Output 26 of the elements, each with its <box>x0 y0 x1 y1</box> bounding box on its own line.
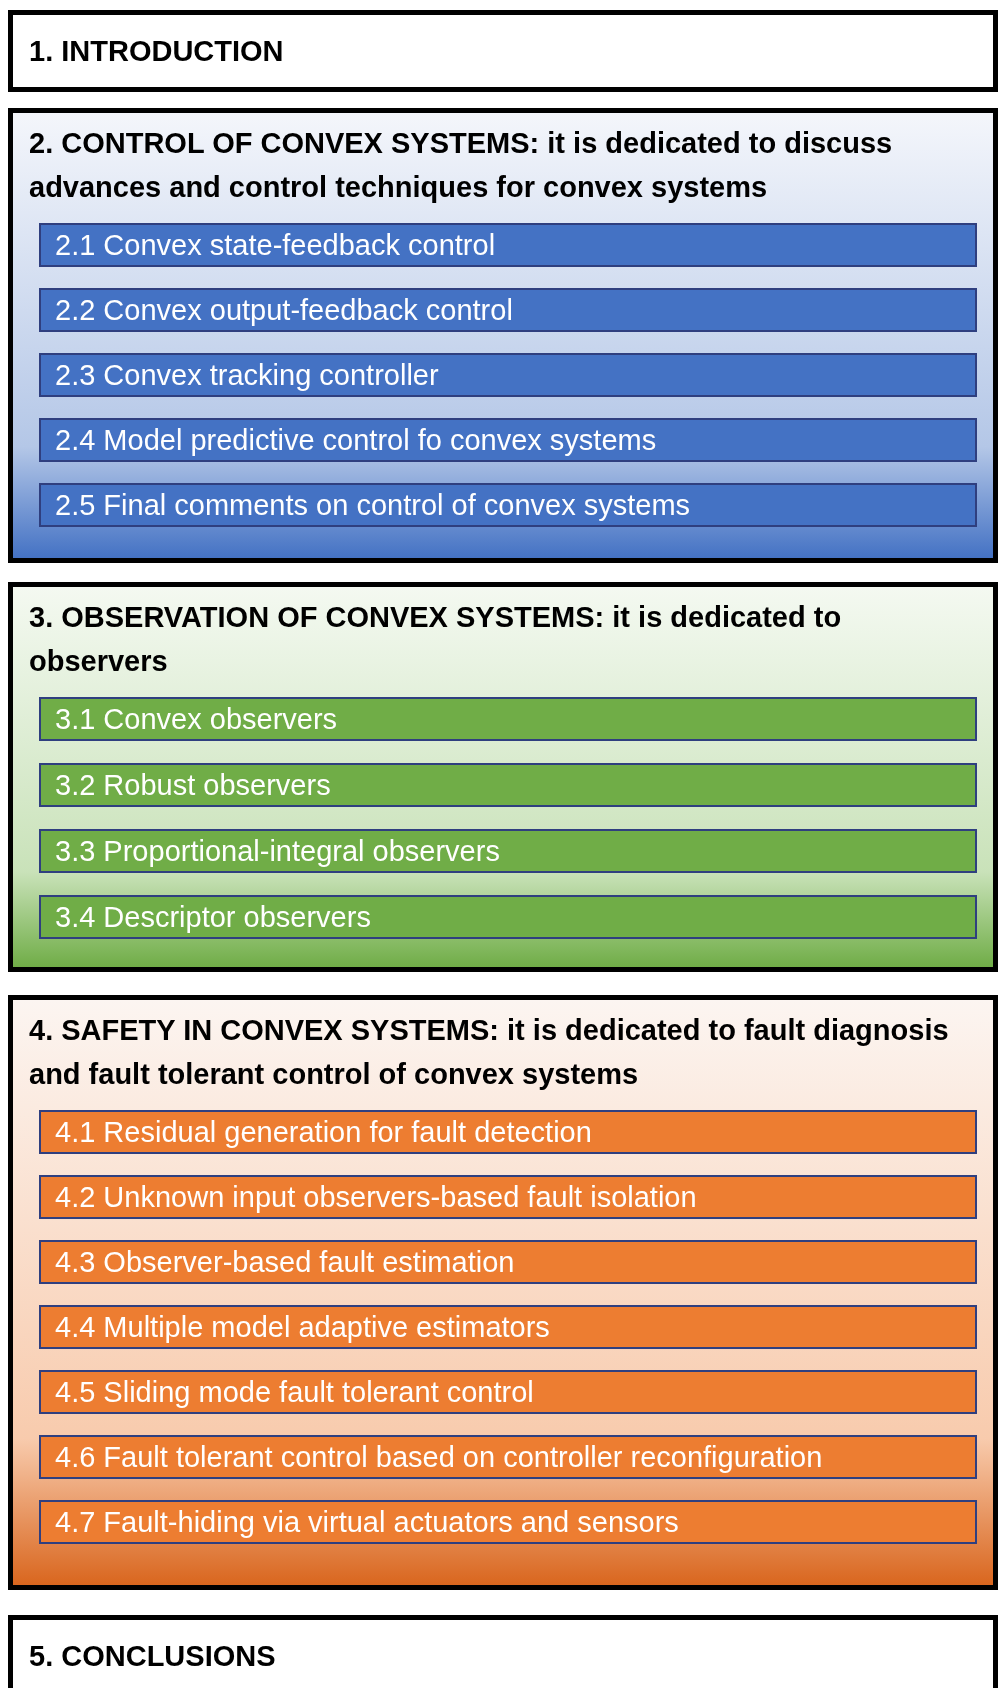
section-panel <box>8 582 998 972</box>
section-panel <box>8 995 998 1590</box>
section-heading: 5. CONCLUSIONS <box>28 1639 277 1674</box>
subsection-bar: 2.4 Model predictive control fo convex systems <box>39 418 977 462</box>
subsection-bar: 3.4 Descriptor observers <box>39 895 977 939</box>
section-heading: 4. SAFETY IN CONVEX SYSTEMS: it is dedicated to fault diagnosis and fault tolerant control of convex systems <box>28 1013 950 1092</box>
section-panel <box>8 10 998 92</box>
section-panel <box>8 108 998 563</box>
subsection-bar: 3.1 Convex observers <box>39 697 977 741</box>
section-panel <box>8 1615 998 1688</box>
subsection-bar: 4.5 Sliding mode fault tolerant control <box>39 1370 977 1414</box>
subsection-bar: 4.6 Fault tolerant control based on controller reconfiguration <box>39 1435 977 1479</box>
subsection-bar: 2.3 Convex tracking controller <box>39 353 977 397</box>
section-heading: 3. OBSERVATION OF CONVEX SYSTEMS: it is dedicated to observers <box>28 600 843 679</box>
subsection-bar: 2.5 Final comments on control of convex systems <box>39 483 977 527</box>
subsection-bar: 4.2 Unknown input observers-based fault isolation <box>39 1175 977 1219</box>
subsection-bar: 4.7 Fault-hiding via virtual actuators and sensors <box>39 1500 977 1544</box>
subsection-bar: 4.1 Residual generation for fault detection <box>39 1110 977 1154</box>
subsection-bar: 3.2 Robust observers <box>39 763 977 807</box>
subsection-bar: 2.2 Convex output-feedback control <box>39 288 977 332</box>
subsection-bar: 3.3 Proportional-integral observers <box>39 829 977 873</box>
subsection-bar: 2.1 Convex state-feedback control <box>39 223 977 267</box>
section-heading: 2. CONTROL OF CONVEX SYSTEMS: it is dedicated to discuss advances and control techniques for convex systems <box>28 126 894 205</box>
subsection-bar: 4.3 Observer-based fault estimation <box>39 1240 977 1284</box>
section-heading: 1. INTRODUCTION <box>28 34 285 69</box>
subsection-bar: 4.4 Multiple model adaptive estimators <box>39 1305 977 1349</box>
